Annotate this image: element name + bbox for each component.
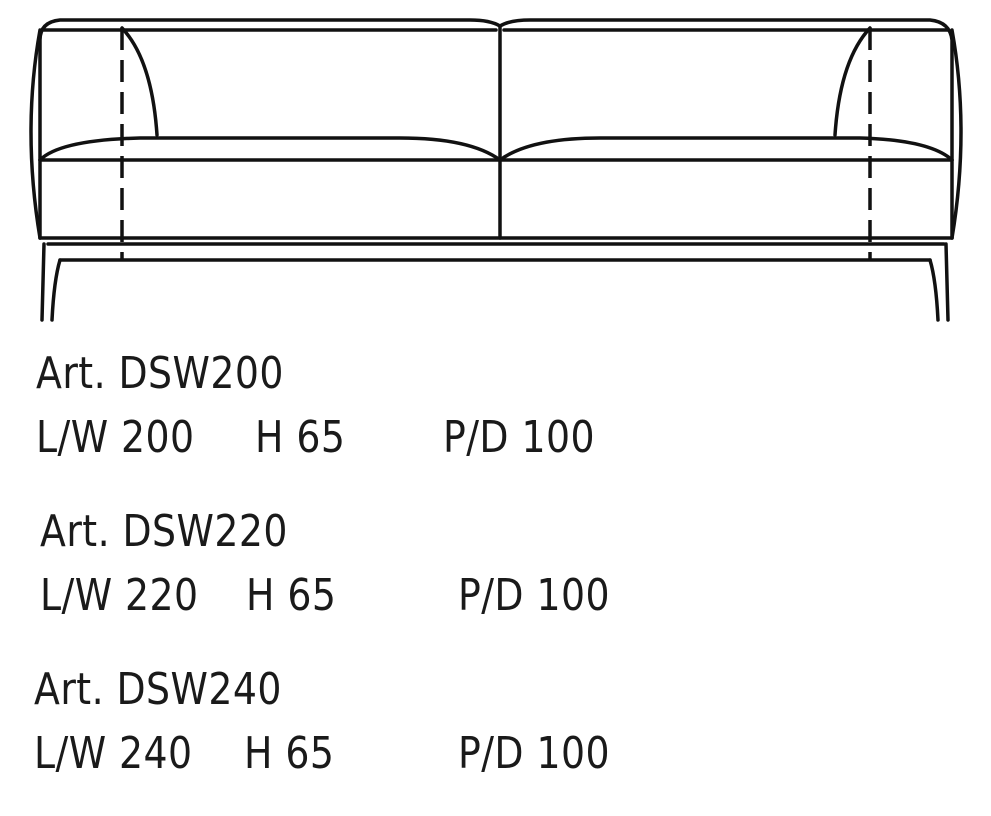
model-2-depth: P/D 100 [458, 570, 610, 621]
model-3-height: H 65 [244, 728, 335, 779]
right-leg-outer [944, 242, 950, 322]
right-side-bulge [950, 28, 963, 240]
model-3-depth: P/D 100 [458, 728, 610, 779]
left-leg-outer [40, 242, 46, 322]
left-leg-inner [50, 258, 62, 322]
model-1-depth: P/D 100 [443, 412, 595, 463]
backrest-outline [38, 18, 954, 240]
model-2-article: Art. DSW220 [40, 506, 288, 557]
model-1-width: L/W 200 [36, 412, 195, 463]
sofa-drawing [29, 18, 963, 322]
left-armrest-curve [120, 26, 159, 137]
left-cushion-top [38, 136, 502, 162]
right-cushion-top [498, 136, 954, 162]
right-armrest-curve [833, 26, 872, 137]
model-2-width: L/W 220 [40, 570, 199, 621]
right-leg-inner [928, 258, 940, 322]
model-1-article: Art. DSW200 [36, 348, 284, 399]
model-1-height: H 65 [255, 412, 346, 463]
left-side-bulge [29, 28, 42, 240]
model-2-height: H 65 [246, 570, 337, 621]
model-3-article: Art. DSW240 [34, 664, 282, 715]
model-3-width: L/W 240 [34, 728, 193, 779]
